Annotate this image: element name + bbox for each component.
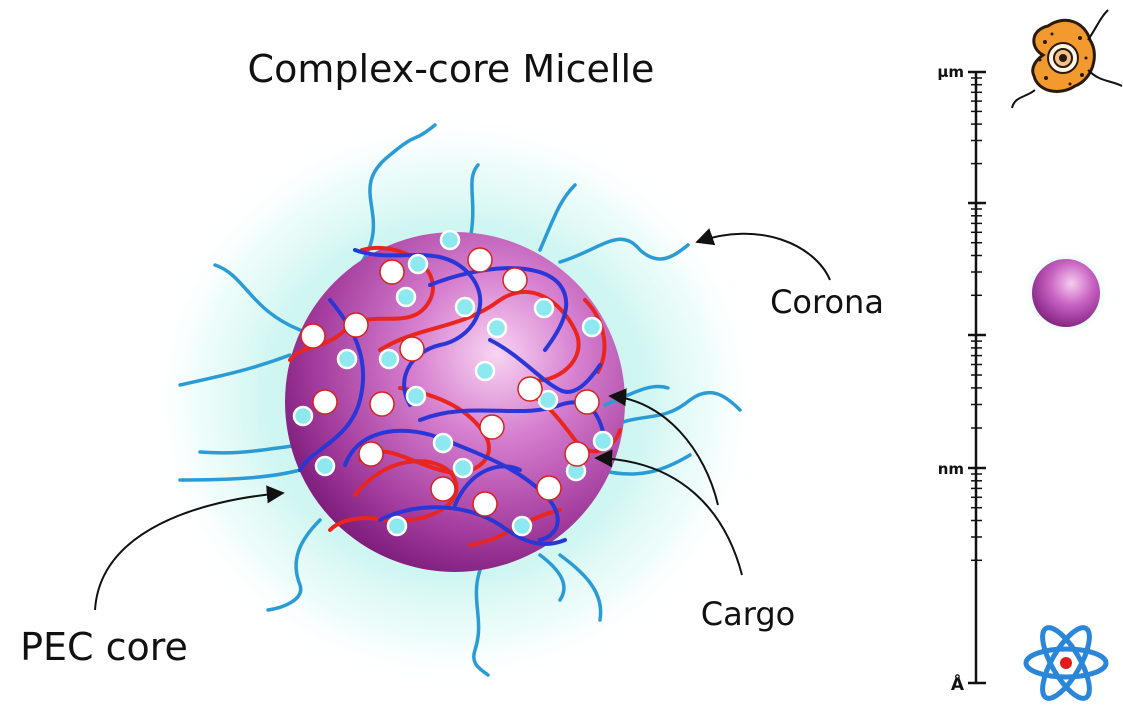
scale-tick-nm: nm [938,460,964,478]
corona-label: Corona [770,283,884,321]
diagram-title: Complex-core Micelle [248,47,655,91]
cell-icon [1012,10,1122,108]
cargo-label: Cargo [701,595,795,633]
micelle-sphere-icon [1022,249,1110,337]
scale-tick-um: µm [937,63,964,81]
scale-tick-angstrom: Å [951,672,965,695]
atom-icon [1026,621,1106,704]
size-scale: µm nm Å [937,63,986,695]
pec-core-label: PEC core [20,625,188,669]
